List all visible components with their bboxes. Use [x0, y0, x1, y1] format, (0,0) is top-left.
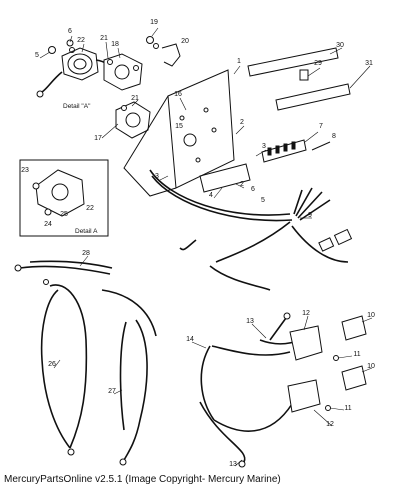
part-label-3: 3	[262, 143, 266, 150]
detail-label: Detail "A"	[63, 103, 91, 110]
part-label-13: 13	[246, 318, 254, 325]
detail-a-box	[19, 159, 109, 237]
part-label-21: 21	[131, 95, 139, 102]
switch-assembly-17	[115, 101, 151, 139]
part-label-8: 8	[332, 133, 336, 140]
part-label-27: 27	[108, 388, 116, 395]
mounting-plate	[123, 65, 251, 197]
cable-26	[40, 284, 88, 456]
part-label-12: 12	[326, 421, 334, 428]
part-label-15: 15	[175, 123, 183, 130]
part-label-5: 5	[261, 197, 265, 204]
part-label-10: 10	[367, 363, 375, 370]
part-label-24: 24	[44, 221, 52, 228]
part-label-26: 26	[48, 361, 56, 368]
harness-28	[14, 260, 113, 285]
part-label-1: 1	[237, 58, 241, 65]
part-label-23: 23	[21, 167, 29, 174]
part-label-22: 22	[77, 37, 85, 44]
part-label-31: 31	[365, 60, 373, 67]
part-label-18: 18	[111, 41, 119, 48]
cable-27	[101, 289, 157, 466]
part-label-30: 30	[336, 42, 344, 49]
part-label-10: 10	[367, 312, 375, 319]
part-label-20: 20	[181, 38, 189, 45]
main-harness	[149, 169, 353, 291]
part-label-7: 7	[319, 123, 323, 130]
part-label-21: 21	[100, 35, 108, 42]
part-label-6: 6	[251, 186, 255, 193]
part-label-13: 13	[229, 461, 237, 468]
part-label-2: 2	[240, 119, 244, 126]
part-label-28: 28	[82, 250, 90, 257]
part-label-2: 2	[240, 181, 244, 188]
part-label-6: 6	[68, 28, 72, 35]
part-label-29: 29	[314, 60, 322, 67]
copyright-caption: MercuryPartsOnline v2.5.1 (Image Copyrig…	[4, 474, 281, 485]
detail-labels: Detail "A" Detail A	[63, 103, 98, 235]
detail-label: Detail A	[75, 228, 98, 235]
terminal-block	[261, 131, 331, 163]
part-label-4: 4	[209, 192, 213, 199]
leader-lines	[53, 35, 373, 467]
part-number-labels: 1223345566789101011111212131314151617181…	[21, 19, 375, 468]
part-label-14: 14	[186, 336, 194, 343]
part-label-12: 12	[302, 310, 310, 317]
part-label-19: 19	[150, 19, 158, 26]
solenoid-detail-top	[36, 39, 119, 98]
part-label-17: 17	[94, 135, 102, 142]
part-label-3: 3	[155, 173, 159, 180]
lower-harness	[199, 312, 367, 468]
clamp-19-20	[146, 27, 181, 67]
part-label-16: 16	[174, 91, 182, 98]
part-label-25: 25	[60, 211, 68, 218]
part-label-5: 5	[35, 52, 39, 59]
part-label-11: 11	[344, 405, 351, 412]
part-label-22: 22	[86, 205, 94, 212]
insulator-strips	[247, 47, 351, 111]
part-label-11: 11	[353, 351, 360, 358]
part-label-9: 9	[308, 212, 312, 219]
switch-assembly-18	[103, 53, 143, 91]
